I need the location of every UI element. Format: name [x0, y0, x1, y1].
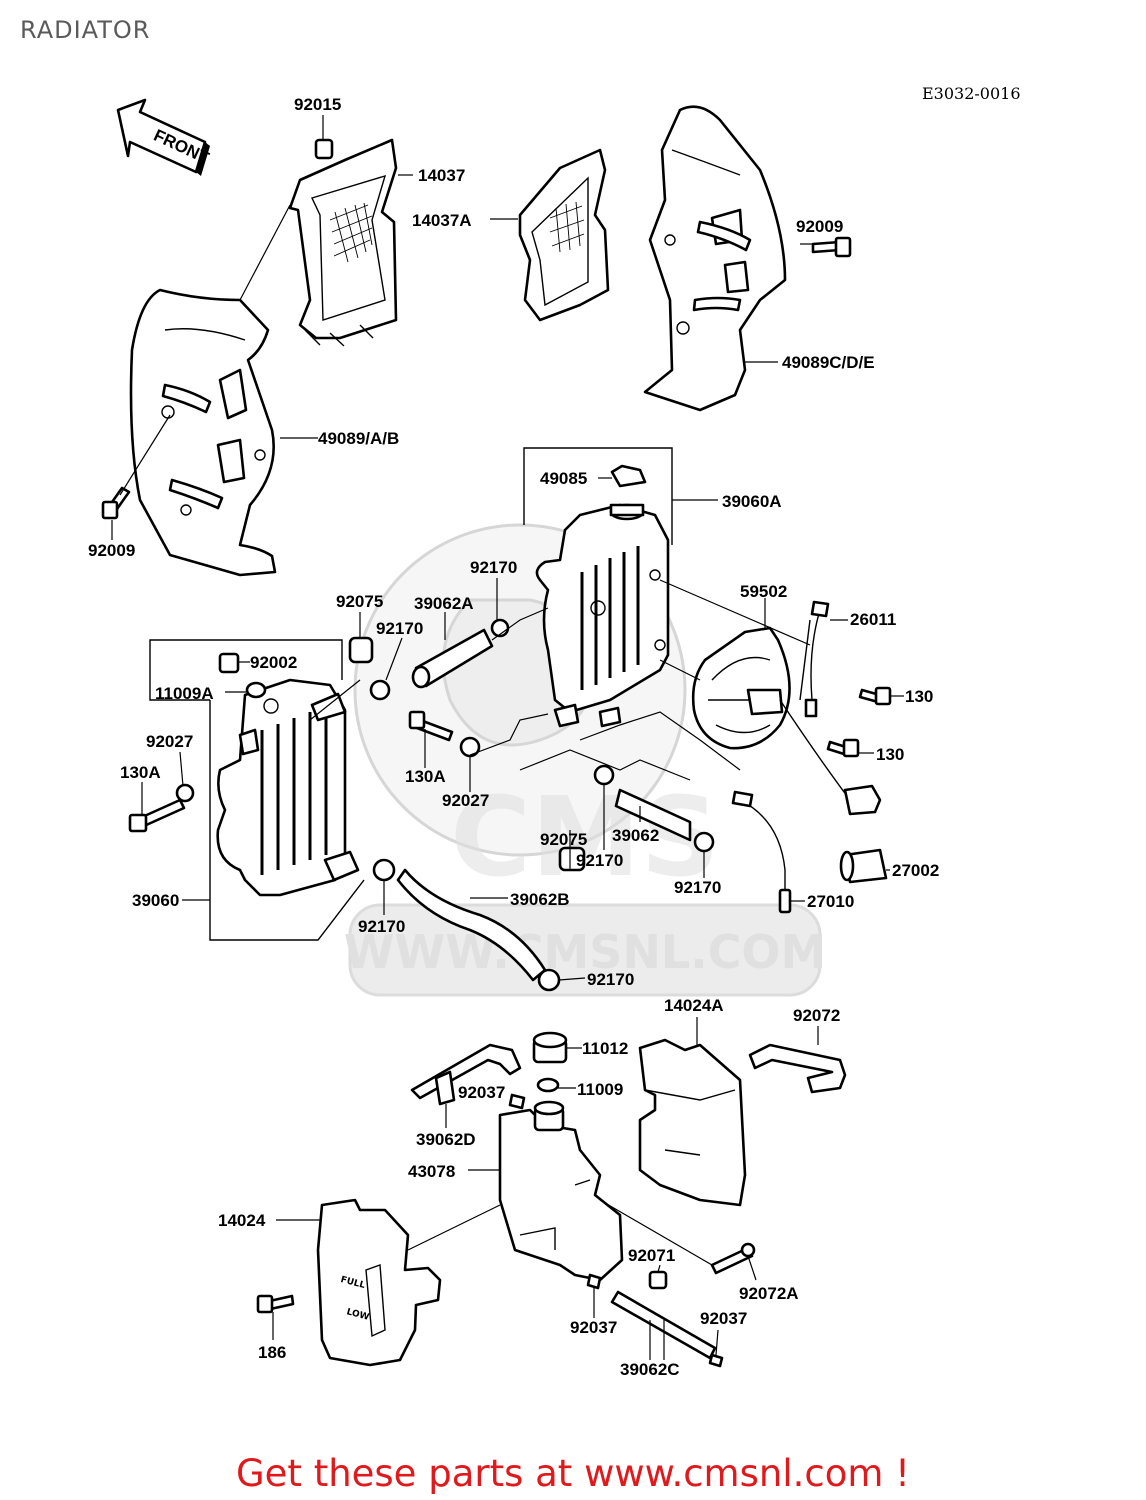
part-label: 11012: [582, 1039, 628, 1058]
reservoir-tank-assembly: FULL LOW: [256, 1031, 847, 1368]
part-label: 130A: [120, 763, 161, 782]
part-label: 92009: [88, 541, 135, 560]
part-label: 39062D: [416, 1130, 476, 1149]
right-radiator-shroud: [643, 105, 787, 412]
watermark-url: WWW.CMSNL.COM: [344, 925, 827, 979]
part-label: 130: [876, 745, 904, 764]
part-label: 92037: [700, 1309, 747, 1328]
part-label: 92170: [376, 619, 423, 638]
part-labels: 92015 14037 14037A 92009 49089C/D/E 4908…: [88, 95, 939, 1379]
part-label: 92075: [540, 830, 587, 849]
part-label: 39062: [612, 826, 659, 845]
part-label: 14037A: [412, 211, 472, 230]
left-radiator: [149, 639, 365, 941]
part-label: 39062C: [620, 1360, 680, 1379]
part-label: 186: [258, 1343, 286, 1362]
part-label: 43078: [408, 1162, 455, 1181]
part-label: 49089C/D/E: [782, 353, 875, 372]
part-label: 14024: [218, 1211, 266, 1230]
part-label: 39062B: [510, 890, 570, 909]
front-arrow-icon: FRONT: [116, 98, 212, 176]
part-label: 39060: [132, 891, 179, 910]
leader-lines: [111, 115, 904, 1360]
part-label: 92072: [793, 1006, 840, 1025]
page-title: RADIATOR: [20, 16, 151, 44]
right-radiator: [523, 447, 673, 728]
part-label: 130A: [405, 767, 446, 786]
cooling-fan-assembly: [691, 600, 882, 816]
part-label: 92072A: [739, 1284, 799, 1303]
right-radiator-grille: [518, 148, 610, 322]
part-label: 92037: [570, 1318, 617, 1337]
part-label: 14037: [418, 166, 465, 185]
footer-link[interactable]: Get these parts at www.cmsnl.com !: [235, 1452, 910, 1495]
part-label: 27002: [892, 861, 939, 880]
part-label: 92170: [470, 558, 517, 577]
part-label: 92170: [576, 851, 623, 870]
part-label: 27010: [807, 892, 854, 911]
left-radiator-grille: [288, 138, 398, 347]
part-label: 92170: [674, 878, 721, 897]
part-label: 39062A: [414, 594, 474, 613]
part-label: 39060A: [722, 492, 782, 511]
part-label: 92027: [442, 791, 489, 810]
radiator-cap-49085: [610, 464, 647, 488]
part-label: 92170: [587, 970, 634, 989]
part-label: 92037: [458, 1083, 505, 1102]
part-label: 92002: [250, 653, 297, 672]
part-label: 92170: [358, 917, 405, 936]
part-label: 26011: [850, 610, 896, 629]
part-label: 92015: [294, 95, 341, 114]
part-label: 92027: [146, 732, 193, 751]
watermark-logo: CMS: [450, 773, 719, 901]
part-label: 11009: [577, 1080, 623, 1099]
part-label: 92071: [628, 1246, 675, 1265]
part-label: 49089/A/B: [318, 429, 399, 448]
part-label: 59502: [740, 582, 787, 601]
part-label: 92075: [336, 592, 383, 611]
diagram-code: E3032-0016: [922, 84, 1021, 103]
part-label: 49085: [540, 469, 587, 488]
part-label: 130: [905, 687, 933, 706]
left-radiator-shroud: [129, 288, 277, 577]
part-label: 11009A: [155, 684, 214, 703]
part-label: 14024A: [664, 996, 724, 1015]
hoses-and-fasteners: [101, 138, 892, 992]
part-label: 92009: [796, 217, 843, 236]
